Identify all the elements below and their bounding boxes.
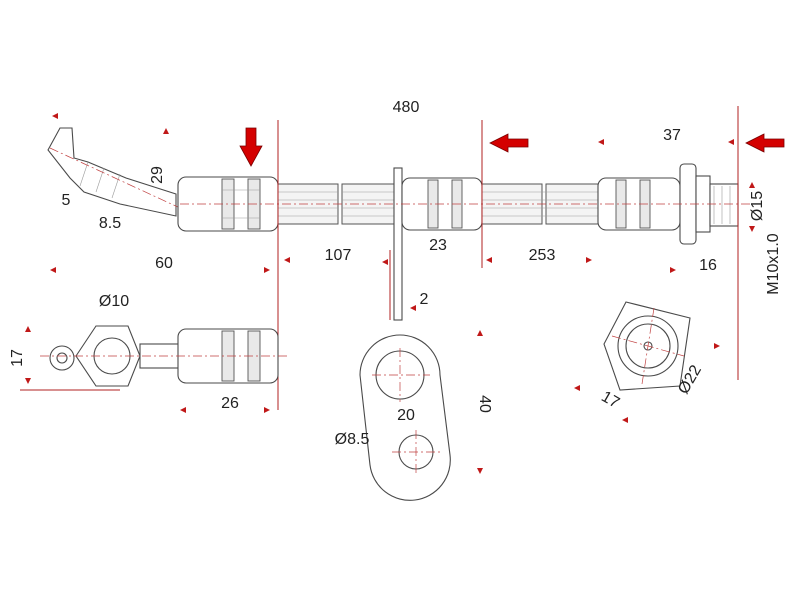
dim-thread: M10x1.0 xyxy=(765,233,782,294)
dim-20: 20 xyxy=(397,407,415,424)
dim-107: 107 xyxy=(325,247,352,264)
dim-17-left: 17 xyxy=(9,349,26,367)
dim-40: 40 xyxy=(476,395,493,413)
dim-8-5: 8.5 xyxy=(99,215,121,232)
down-arrow-icon xyxy=(239,127,263,167)
dim-60: 60 xyxy=(155,255,173,272)
dim-17-right: 17 xyxy=(598,388,622,412)
dim-26: 26 xyxy=(221,395,239,412)
hose-assembly xyxy=(47,127,760,321)
dim-29: 29 xyxy=(149,166,166,184)
banjo-side-view xyxy=(20,325,290,391)
dimension-labels: 480 37 29 5 8.5 60 107 23 253 16 Ø15 M10… xyxy=(9,99,782,448)
dim-2: 2 xyxy=(420,291,429,308)
dim-overall-length: 480 xyxy=(393,99,420,116)
dim-5: 5 xyxy=(62,192,71,209)
dim-37: 37 xyxy=(663,127,681,144)
dim-23: 23 xyxy=(429,237,447,254)
bracket-detail xyxy=(359,250,451,501)
left-arrow-icon xyxy=(745,133,785,153)
dim-phi-8-5: Ø8.5 xyxy=(335,431,370,448)
left-arrow-icon xyxy=(489,133,529,153)
dim-253: 253 xyxy=(529,247,556,264)
hex-end-view xyxy=(603,301,691,391)
dim-phi-15: Ø15 xyxy=(749,191,766,221)
dim-phi-10: Ø10 xyxy=(99,293,129,310)
banjo-fitting-bent xyxy=(47,127,181,217)
dim-16: 16 xyxy=(699,257,717,274)
